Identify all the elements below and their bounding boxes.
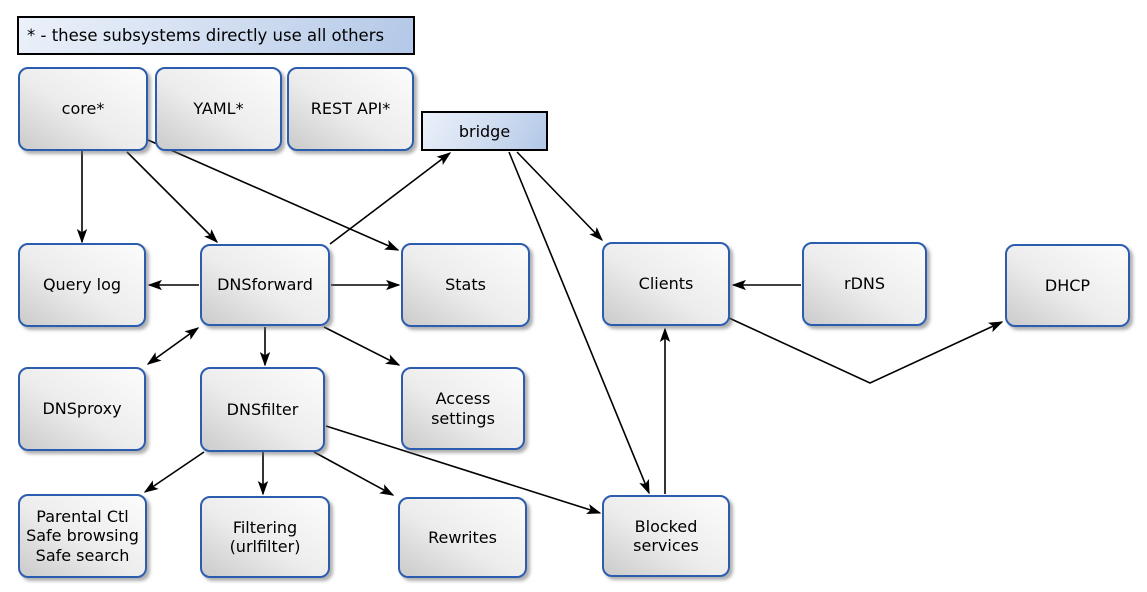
- edge-dnsfilter-blocked: [325, 425, 602, 515]
- node-dhcp: DHCP: [1005, 244, 1130, 327]
- edge-dnsforward-bridge: [329, 152, 452, 245]
- node-filtering: Filtering (urlfilter): [200, 496, 330, 578]
- node-yaml: YAML*: [155, 67, 282, 151]
- node-query-log: Query log: [18, 243, 146, 327]
- node-rest-api: REST API*: [287, 67, 414, 151]
- edge-core-dnsforward: [126, 151, 219, 244]
- node-rdns: rDNS: [802, 242, 927, 326]
- node-access-settings: Access settings: [401, 367, 525, 450]
- node-dnsfilter: DNSfilter: [200, 367, 325, 452]
- edge-dnsforward-dnsproxy: [146, 327, 200, 365]
- node-bridge: bridge: [421, 111, 548, 151]
- node-rest-api-label: REST API*: [310, 99, 391, 119]
- legend-text: * - these subsystems directly use all ot…: [27, 26, 385, 45]
- node-yaml-label: YAML*: [193, 99, 244, 119]
- node-parental-line1: Parental Ctl: [36, 507, 129, 527]
- node-blocked-line2: services: [633, 536, 699, 555]
- node-stats-label: Stats: [445, 275, 486, 295]
- node-dnsproxy-label: DNSproxy: [42, 399, 122, 419]
- node-parental-line3: Safe search: [35, 545, 130, 565]
- legend-note: * - these subsystems directly use all ot…: [17, 16, 415, 55]
- node-dhcp-label: DHCP: [1044, 275, 1091, 295]
- edge-clients-dhcp: [728, 317, 1004, 384]
- node-core: core*: [18, 67, 148, 151]
- node-blocked-services: Blocked services: [602, 495, 730, 577]
- node-access-settings-line2: settings: [431, 408, 495, 428]
- node-clients: Clients: [602, 242, 730, 326]
- edge-dnsfilter-rewrites: [313, 451, 395, 496]
- node-rewrites-label: Rewrites: [428, 527, 497, 547]
- node-rdns-label: rDNS: [843, 274, 886, 294]
- node-filtering-line2: (urlfilter): [229, 537, 301, 556]
- node-clients-label: Clients: [638, 274, 694, 294]
- node-rewrites: Rewrites: [398, 497, 527, 578]
- node-parental-line2: Safe browsing: [26, 526, 139, 546]
- edge-bridge-blocked: [508, 151, 650, 495]
- node-query-log-label: Query log: [42, 275, 122, 295]
- node-dnsforward-label: DNSforward: [217, 275, 313, 295]
- edge-dnsfilter-parental: [143, 451, 205, 493]
- node-blocked-line1: Blocked: [634, 516, 698, 536]
- edge-bridge-clients: [516, 151, 604, 242]
- node-dnsfilter-label: DNSfilter: [226, 399, 299, 419]
- node-parental-safebrowsing: Parental Ctl Safe browsing Safe search: [18, 494, 147, 578]
- node-dnsproxy: DNSproxy: [18, 367, 146, 451]
- node-bridge-label: bridge: [458, 121, 511, 141]
- edge-core-stats: [147, 139, 400, 251]
- node-filtering-line1: Filtering: [232, 517, 298, 537]
- node-stats: Stats: [401, 243, 530, 327]
- edge-dnsforward-access: [323, 326, 401, 366]
- node-access-settings-line1: Access: [435, 389, 491, 409]
- node-core-label: core*: [61, 99, 105, 119]
- node-dnsforward: DNSforward: [200, 244, 330, 326]
